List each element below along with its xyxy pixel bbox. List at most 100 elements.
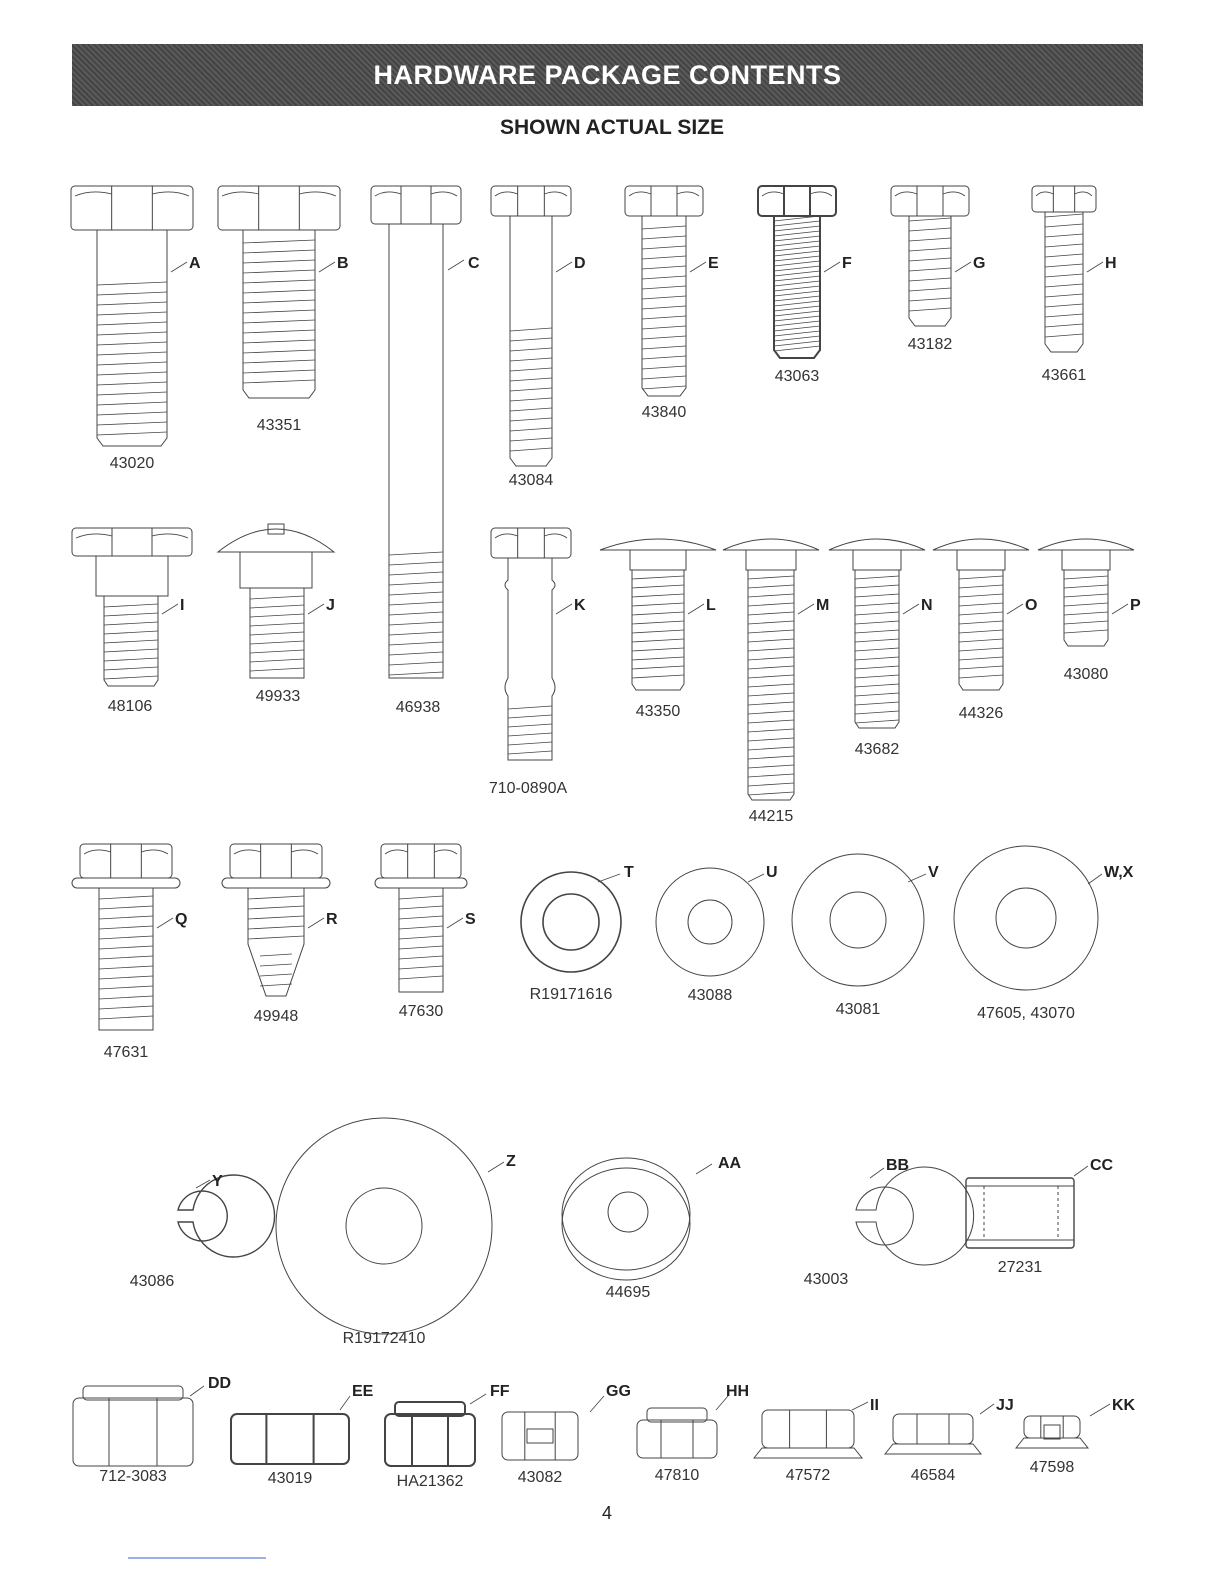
part-i: I 48106 xyxy=(72,528,192,715)
part-h: H 43661 xyxy=(1032,186,1117,384)
part-number-ff: HA21362 xyxy=(397,1473,464,1490)
part-j: J 49933 xyxy=(218,524,335,705)
part-a: A 43020 xyxy=(71,186,201,472)
part-letter-o: O xyxy=(1025,597,1037,614)
part-number-f: 43063 xyxy=(775,368,820,385)
part-y: Y 43086 xyxy=(130,1173,275,1290)
part-number-r: 49948 xyxy=(254,1008,299,1025)
part-number-y: 43086 xyxy=(130,1273,175,1290)
part-p: P 43080 xyxy=(1038,539,1141,683)
part-z: Z R19172410 xyxy=(276,1118,516,1347)
part-letter-z: Z xyxy=(506,1153,516,1170)
page-title: HARDWARE PACKAGE CONTENTS xyxy=(373,59,842,90)
part-kk: KK 47598 xyxy=(1016,1397,1136,1476)
part-ff: FF HA21362 xyxy=(385,1383,510,1490)
part-letter-d: D xyxy=(574,255,586,272)
part-number-k: 710-0890A xyxy=(489,780,568,797)
part-d: D 43084 xyxy=(491,186,586,489)
part-number-h: 43661 xyxy=(1042,367,1087,384)
part-number-dd: 712-3083 xyxy=(99,1468,167,1485)
part-letter-hh: HH xyxy=(726,1383,749,1400)
part-number-n: 43682 xyxy=(855,741,900,758)
part-number-cc: 27231 xyxy=(998,1259,1043,1276)
part-letter-cc: CC xyxy=(1090,1157,1114,1174)
part-letter-ee: EE xyxy=(352,1383,374,1400)
part-letter-g: G xyxy=(973,255,985,272)
part-letter-h: H xyxy=(1105,255,1117,272)
part-hh: HH 47810 xyxy=(637,1383,749,1484)
part-dd: DD 712-3083 xyxy=(73,1375,231,1485)
part-aa: AA 44695 xyxy=(562,1155,742,1301)
part-s: S 47630 xyxy=(375,844,476,1020)
part-number-aa: 44695 xyxy=(606,1284,651,1301)
part-number-v: 43081 xyxy=(836,1001,881,1018)
part-ee: EE 43019 xyxy=(231,1383,374,1487)
part-letter-ff: FF xyxy=(490,1383,510,1400)
part-letter-k: K xyxy=(574,597,586,614)
part-l: L 43350 xyxy=(600,539,716,720)
part-o: O 44326 xyxy=(933,539,1037,722)
part-k: K 710-0890A xyxy=(489,528,586,797)
part-number-w-x: 47605, 43070 xyxy=(977,1005,1075,1022)
part-number-c: 46938 xyxy=(396,699,441,716)
part-number-e: 43840 xyxy=(642,404,687,421)
part-letter-p: P xyxy=(1130,597,1141,614)
part-number-o: 44326 xyxy=(959,705,1004,722)
part-number-kk: 47598 xyxy=(1030,1459,1075,1476)
part-number-z: R19172410 xyxy=(343,1330,426,1347)
part-number-ee: 43019 xyxy=(268,1470,313,1487)
part-number-b: 43351 xyxy=(257,417,302,434)
part-letter-dd: DD xyxy=(208,1375,231,1392)
part-f: F 43063 xyxy=(758,186,852,385)
part-letter-i: I xyxy=(180,597,184,614)
part-letter-s: S xyxy=(465,911,476,928)
part-letter-b: B xyxy=(337,255,349,272)
part-w-x: W,X 47605, 43070 xyxy=(954,846,1134,1022)
part-letter-w-x: W,X xyxy=(1104,864,1134,881)
part-number-a: 43020 xyxy=(110,455,155,472)
part-number-d: 43084 xyxy=(509,472,554,489)
part-number-j: 49933 xyxy=(256,688,301,705)
part-letter-v: V xyxy=(928,864,939,881)
part-letter-jj: JJ xyxy=(996,1397,1014,1414)
part-number-hh: 47810 xyxy=(655,1467,700,1484)
part-letter-kk: KK xyxy=(1112,1397,1136,1414)
page-subtitle: SHOWN ACTUAL SIZE xyxy=(500,116,724,139)
part-number-l: 43350 xyxy=(636,703,681,720)
part-number-t: R19171616 xyxy=(530,986,613,1003)
part-letter-l: L xyxy=(706,597,716,614)
part-letter-f: F xyxy=(842,255,852,272)
part-number-u: 43088 xyxy=(688,987,733,1004)
part-m: M 44215 xyxy=(723,539,829,825)
part-cc: CC 27231 xyxy=(966,1157,1114,1276)
part-v: V 43081 xyxy=(792,854,939,1018)
part-number-ii: 47572 xyxy=(786,1467,831,1484)
part-letter-m: M xyxy=(816,597,829,614)
part-number-i: 48106 xyxy=(108,698,153,715)
part-letter-j: J xyxy=(326,597,335,614)
part-number-m: 44215 xyxy=(749,808,794,825)
part-letter-y: Y xyxy=(212,1173,223,1190)
part-number-gg: 43082 xyxy=(518,1469,563,1486)
title-banner: HARDWARE PACKAGE CONTENTS xyxy=(72,44,1143,106)
part-letter-r: R xyxy=(326,911,338,928)
part-number-p: 43080 xyxy=(1064,666,1109,683)
part-number-s: 47630 xyxy=(399,1003,444,1020)
part-letter-n: N xyxy=(921,597,933,614)
part-letter-a: A xyxy=(189,255,201,272)
part-r: R 49948 xyxy=(222,844,338,1025)
part-n: N 43682 xyxy=(829,539,933,758)
part-letter-aa: AA xyxy=(718,1155,742,1172)
page-number: 4 xyxy=(602,1503,612,1523)
part-number-jj: 46584 xyxy=(911,1467,956,1484)
